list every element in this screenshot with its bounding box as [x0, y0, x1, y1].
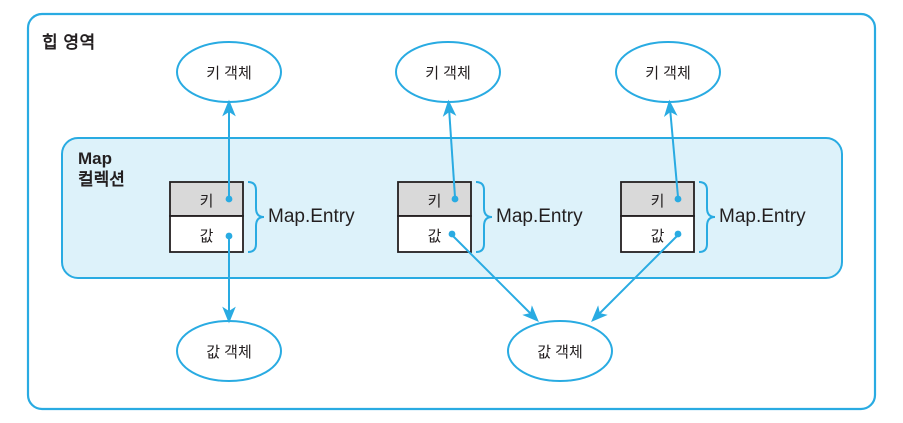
- entry-2-brace: [475, 181, 493, 253]
- entry-1-value-dot: [225, 232, 233, 240]
- key-object-ellipse-2: [395, 41, 501, 103]
- value-object-ellipse-1: [176, 320, 282, 382]
- key-object-ellipse-1: [176, 41, 282, 103]
- entry-1-brace: [247, 181, 265, 253]
- value-object-ellipse-2: [507, 320, 613, 382]
- entry-1-key-dot: [225, 195, 233, 203]
- entry-3-key-arrow: [663, 99, 679, 198]
- entry-2-key-cell: [397, 181, 472, 217]
- entry-3-brace: [698, 181, 716, 253]
- entry-2-key-arrow: [442, 99, 457, 198]
- entry-3-value-arrow: [591, 235, 678, 322]
- entry-2-value-cell: [397, 215, 472, 253]
- key-object-ellipse-3: [615, 41, 721, 103]
- entry-3-key-cell: [620, 181, 695, 217]
- entry-2-value-arrow: [452, 235, 539, 322]
- entry-2-key-dot: [451, 195, 459, 203]
- entry-3-value-cell: [620, 215, 695, 253]
- entry-1-value-cell: [169, 215, 244, 253]
- entry-3-key-dot: [674, 195, 682, 203]
